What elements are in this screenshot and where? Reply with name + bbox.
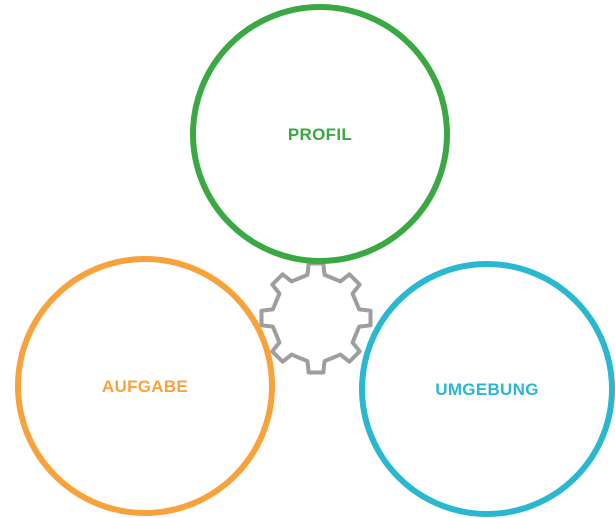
umgebung-circle [359, 261, 615, 517]
umgebung-label: UMGEBUNG [435, 380, 538, 399]
aufgabe-label: AUFGABE [102, 377, 188, 396]
profil-node: PROFIL [190, 4, 450, 264]
gear-icon [259, 261, 373, 375]
aufgabe-circle [15, 256, 275, 516]
umgebung-node: UMGEBUNG [359, 261, 615, 517]
profil-circle [190, 4, 450, 264]
aufgabe-node: AUFGABE [15, 256, 275, 516]
profil-label: PROFIL [288, 125, 352, 144]
